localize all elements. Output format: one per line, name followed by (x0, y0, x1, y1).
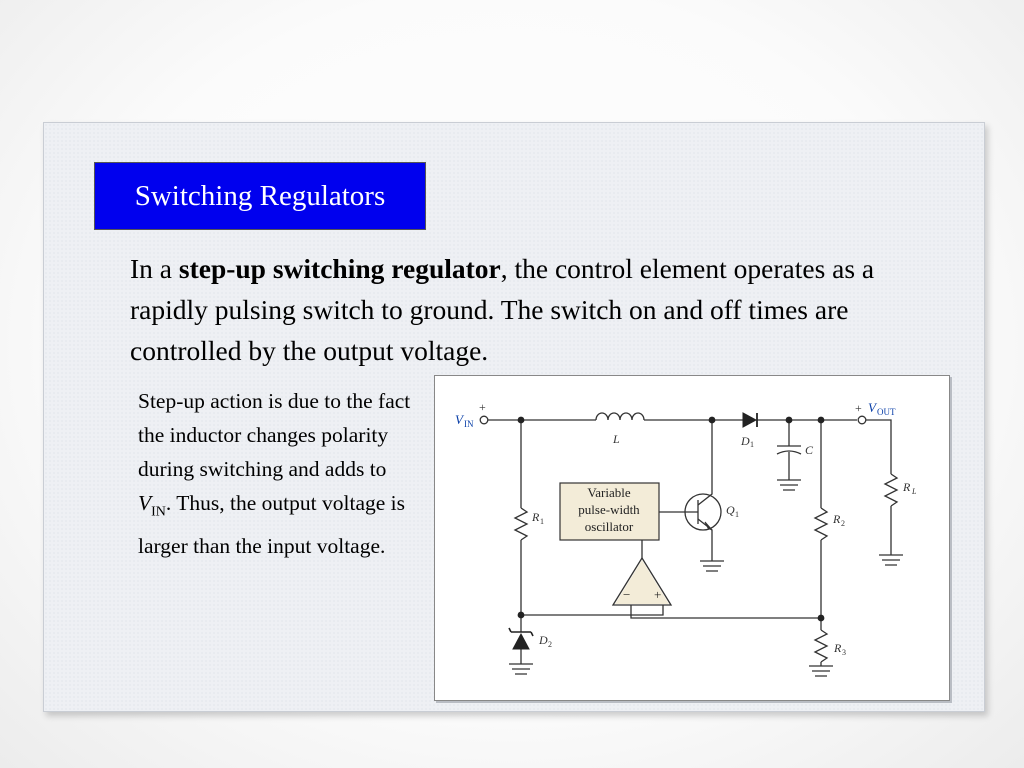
inductor-label: L (612, 432, 620, 446)
cap-ground (777, 479, 801, 491)
junction-d2-node (517, 611, 525, 619)
r1-label-sub: 1 (540, 517, 544, 526)
circuit-figure: Variable pulse-width oscillator − + (434, 375, 950, 701)
d1-diode-triangle (742, 412, 758, 428)
q1-label: Q (726, 503, 735, 517)
d2-zener-triangle (512, 632, 530, 650)
opamp-minus-sign: − (623, 587, 630, 602)
opamp-triangle (611, 556, 673, 606)
ground-symbols (509, 479, 903, 677)
rl-label-sub: L (911, 487, 917, 496)
main-paragraph: In a step-up switching regulator, the co… (130, 248, 950, 371)
vout-label-v: V (868, 400, 878, 415)
vout-lead (866, 419, 892, 474)
opamp-fill (615, 560, 669, 604)
feedback-wire (521, 605, 664, 616)
side-vin-sub: IN (151, 504, 166, 520)
r2-label-sub: 2 (841, 519, 845, 528)
vout-plus-label: + (855, 401, 862, 415)
d2-label: D (538, 633, 548, 647)
d1-label: D (740, 434, 750, 448)
r3-label: R (833, 641, 842, 655)
r3-resistor (813, 629, 829, 663)
r2-label: R (832, 512, 841, 526)
q1-ground (700, 560, 724, 572)
junction-dots (517, 416, 825, 622)
oscillator-box (559, 482, 660, 541)
r3-ground (809, 665, 833, 677)
rl-label: R (902, 480, 911, 494)
r1-resistor (513, 507, 529, 541)
junction-r1-top (517, 416, 525, 424)
junction-r2r3-node (817, 614, 825, 622)
oscillator-line2: pulse-width (578, 502, 640, 517)
q1-emitter-lead (697, 518, 713, 561)
side-part2: . Thus, the output voltage is larger tha… (138, 491, 405, 559)
side-vin-v: V (138, 491, 152, 515)
opamp-plus-sign: + (654, 587, 661, 602)
vout-terminal (857, 415, 867, 425)
r2-resistor (813, 507, 829, 541)
q1-label-sub: 1 (735, 510, 739, 519)
title-box: Switching Regulators (94, 162, 426, 230)
vout-label-sub: OUT (877, 407, 896, 417)
vin-plus-label: + (479, 400, 486, 414)
r3-label-sub: 3 (842, 648, 846, 657)
slide-title: Switching Regulators (134, 179, 386, 212)
d2-zener-bar (508, 627, 534, 637)
junction-cap-top (785, 416, 793, 424)
vin-label-v: V (455, 412, 465, 427)
rl-ground (879, 554, 903, 566)
cap-plate-bottom (776, 450, 802, 455)
side-part1: Step-up action is due to the fact the in… (138, 389, 411, 481)
q1-emitter-arrow (704, 521, 713, 531)
side-paragraph: Step-up action is due to the fact the in… (138, 384, 423, 563)
r1-label: R (531, 510, 540, 524)
oscillator-line1: Variable (587, 485, 631, 500)
junction-q1-top (708, 416, 716, 424)
circuit-diagram: Variable pulse-width oscillator − + (455, 400, 917, 677)
d1-label-sub: 1 (750, 440, 754, 449)
rl-resistor (883, 473, 899, 507)
main-suffix: , the control element operates as a rapi… (130, 253, 875, 366)
inductor-coil (595, 412, 645, 421)
d2-ground (509, 663, 533, 675)
cap-label: C (805, 443, 814, 457)
main-prefix: In a (130, 253, 179, 284)
main-bold-term: step-up switching regulator (178, 253, 501, 284)
oscillator-line3: oscillator (585, 519, 634, 534)
r2r3-node-wire (630, 605, 821, 619)
vin-label-sub: IN (464, 419, 474, 429)
junction-r2-top (817, 416, 825, 424)
q1-collector-lead (697, 420, 713, 506)
vin-terminal (479, 415, 489, 425)
d2-label-sub: 2 (548, 640, 552, 649)
